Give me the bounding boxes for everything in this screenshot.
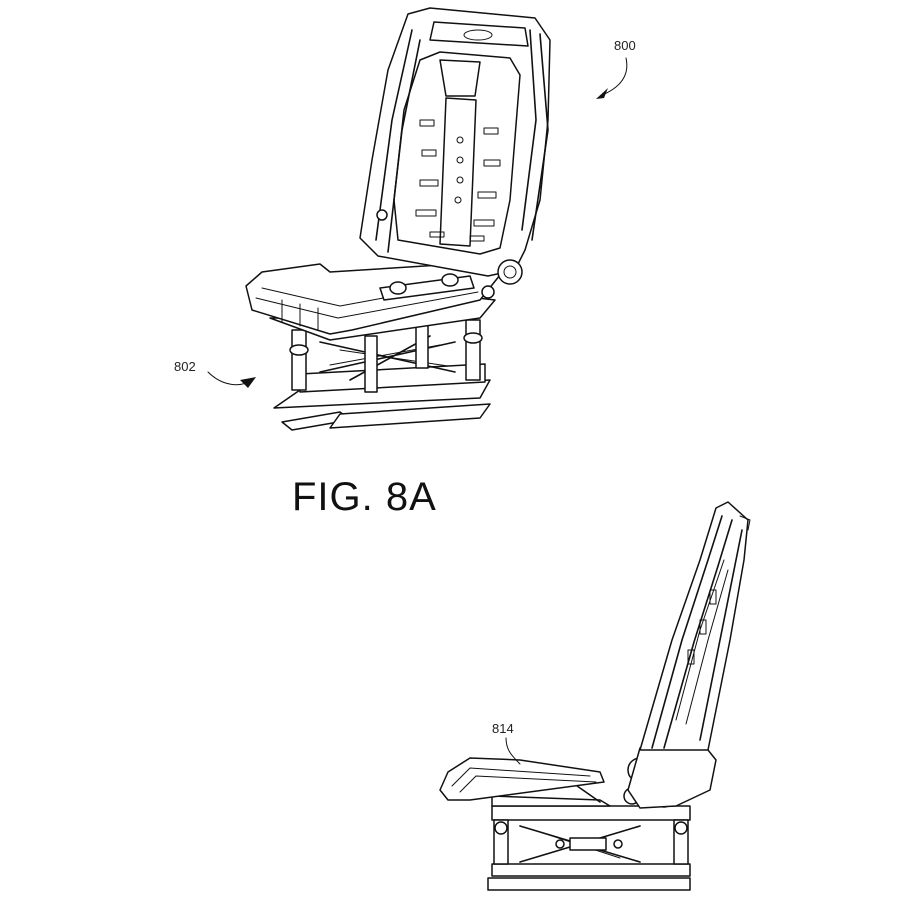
leader-arrow-800	[600, 58, 627, 96]
ref-label-802: 802	[174, 359, 196, 374]
figure-label: FIG. 8A	[292, 475, 437, 519]
reference-814: 814	[492, 721, 520, 764]
arrowhead-802	[240, 377, 256, 388]
ref-label-814: 814	[492, 721, 514, 736]
reference-802: 802	[174, 359, 256, 388]
seat-drawing-side-view	[440, 502, 750, 890]
seat-drawing-perspective	[246, 8, 550, 430]
ref-label-800: 800	[614, 38, 636, 53]
reference-800: 800	[596, 38, 636, 99]
